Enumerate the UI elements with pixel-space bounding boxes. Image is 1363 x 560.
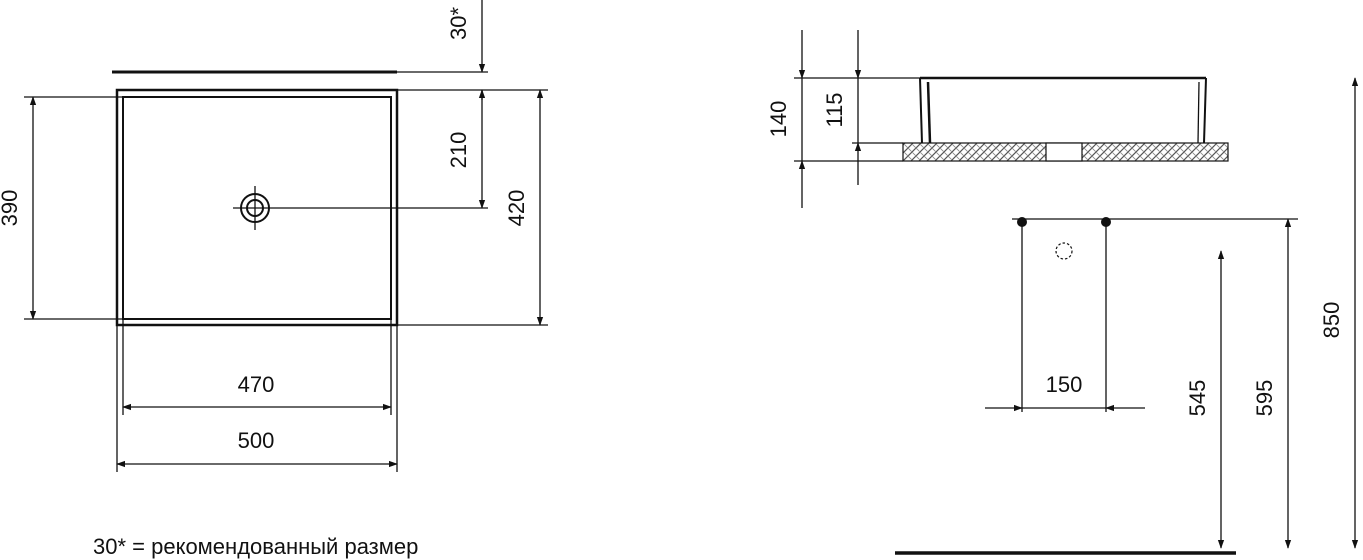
top-view: 30* 390 210 420 470 500 [0, 0, 548, 472]
footnote-recommended-size: 30* = рекомендованный размер [93, 534, 419, 559]
dim-label-390: 390 [0, 190, 22, 227]
dim-label-115: 115 [822, 92, 847, 127]
dim-label-595: 595 [1252, 380, 1277, 417]
basin-side-profile [919, 76, 1207, 144]
side-view: 140 115 [766, 30, 1229, 208]
dim-label-150: 150 [1046, 372, 1083, 397]
drain-symbol [233, 186, 488, 230]
dim-label-500: 500 [238, 428, 275, 453]
dim-label-470: 470 [238, 372, 275, 397]
dim-label-420: 420 [504, 190, 529, 227]
dim-label-30: 30* [446, 7, 471, 40]
dim-label-850: 850 [1319, 302, 1344, 339]
waste-outlet-symbol [1055, 242, 1073, 260]
installation-view: 150 545 595 850 [895, 77, 1359, 555]
dim-label-545: 545 [1185, 380, 1210, 417]
dim-label-140: 140 [766, 101, 791, 138]
dim-label-210: 210 [446, 132, 471, 169]
